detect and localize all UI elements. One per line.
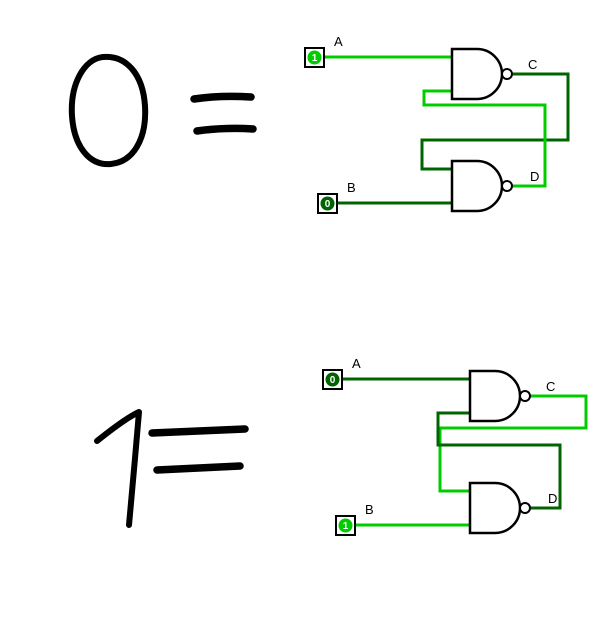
nand-gate-body <box>450 159 504 213</box>
handwritten-annotation-one <box>94 409 249 528</box>
wire-feedback-c-bottom <box>438 394 588 493</box>
equals-top-stroke-2 <box>193 124 257 135</box>
label-output-c-top: C <box>528 57 537 72</box>
input-pin-a-bottom[interactable]: 0 <box>322 369 343 390</box>
nand-gate-bottom-2 <box>468 481 531 535</box>
wire-feedback-d-top <box>422 89 547 188</box>
input-pin-b-bottom[interactable]: 1 <box>335 515 356 536</box>
digit-zero-stroke <box>68 53 149 168</box>
inverter-bubble <box>501 180 513 192</box>
pin-state-dot <box>307 50 322 65</box>
circuit-sr-latch-bottom: 0 A 1 B C D <box>322 356 588 536</box>
nand-gate-top-1 <box>450 47 513 101</box>
equals-bottom-stroke-1 <box>148 425 249 437</box>
label-output-d-bottom: D <box>548 491 557 506</box>
nand-gate-body <box>468 481 522 535</box>
wire-feedback-c-top <box>420 72 570 171</box>
pin-state-dot <box>325 372 340 387</box>
pin-state-dot <box>320 196 335 211</box>
nand-gate-bottom-1 <box>468 369 531 423</box>
digit-one-stroke <box>94 409 142 528</box>
equals-bottom-stroke-2 <box>153 462 244 474</box>
input-pin-b-top[interactable]: 0 <box>317 193 338 214</box>
circuit-sr-latch-top: 1 A 0 B C D <box>304 34 570 214</box>
label-input-b-bottom: B <box>365 502 374 517</box>
inverter-bubble <box>519 390 531 402</box>
nand-gate-body <box>468 369 522 423</box>
pin-value: 0 <box>330 375 336 386</box>
equals-top-stroke-1 <box>190 92 255 103</box>
label-input-b-top: B <box>347 180 356 195</box>
label-input-a-top: A <box>334 34 343 49</box>
label-output-c-bottom: C <box>546 379 555 394</box>
pin-value: 0 <box>325 199 331 210</box>
label-output-d-top: D <box>530 169 539 184</box>
inverter-bubble <box>519 502 531 514</box>
inverter-bubble <box>501 68 513 80</box>
pin-value: 1 <box>343 521 349 532</box>
pin-state-dot <box>338 518 353 533</box>
label-input-a-bottom: A <box>352 356 361 371</box>
input-pin-a-top[interactable]: 1 <box>304 47 325 68</box>
wire-feedback-d-bottom <box>436 411 562 510</box>
handwritten-annotation-zero <box>68 53 257 168</box>
pin-value: 1 <box>312 53 318 64</box>
nand-gate-body <box>450 47 504 101</box>
nand-gate-top-2 <box>450 159 513 213</box>
